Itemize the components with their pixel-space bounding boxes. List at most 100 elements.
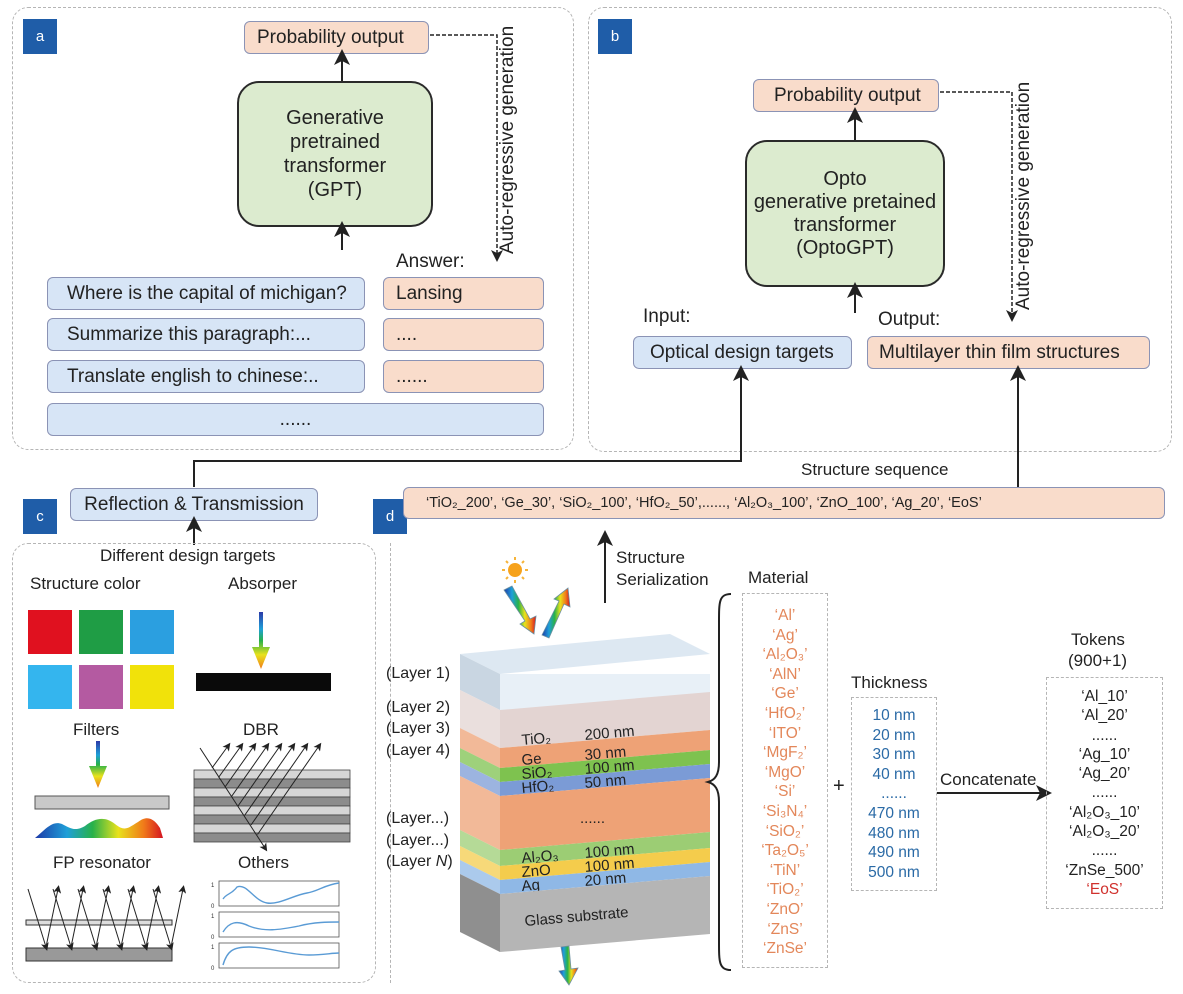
thickness-item: 10 nm xyxy=(872,707,916,724)
panel-a-prompt-2: Summarize this paragraph:... xyxy=(47,318,365,351)
token-item: ...... xyxy=(1091,784,1118,802)
token-item: ‘Al₂O₃_10’ xyxy=(1069,803,1140,821)
panel-c-reflection-transmission-text: Reflection & Transmission xyxy=(84,493,304,515)
material-item: ‘Al’ xyxy=(774,607,796,624)
material-title: Material xyxy=(748,568,809,587)
panel-b-model-line-1: Opto xyxy=(823,167,867,190)
panel-b-output-box: Multilayer thin film structures xyxy=(867,336,1150,369)
dbr-reflected-ray xyxy=(224,742,257,788)
stack-layer-side xyxy=(460,748,500,782)
stack-clear-side xyxy=(460,654,500,710)
plus-sign: + xyxy=(833,775,845,797)
panel-a-gpt-block: Generative pretrained transformer (GPT) xyxy=(237,81,433,227)
color-swatch xyxy=(28,665,72,709)
glass-substrate-side xyxy=(460,874,500,952)
others-curve xyxy=(222,921,340,933)
material-item: ‘HfO₂’ xyxy=(764,704,806,722)
reflected-light-arrow-icon xyxy=(541,587,571,639)
dbr-reflected-ray xyxy=(257,742,322,835)
thickness-title: Thickness xyxy=(851,673,928,692)
thickness-item: 20 nm xyxy=(872,726,916,744)
incident-light-arrow-icon xyxy=(503,585,537,635)
color-swatch xyxy=(28,610,72,654)
fp-top-mirror xyxy=(25,919,173,926)
thickness-item: ...... xyxy=(881,785,907,803)
color-swatch xyxy=(79,610,123,654)
panel-c-tag: c xyxy=(23,499,57,534)
panel-d-tag: d xyxy=(373,499,407,534)
panel-b-model-line-3: transformer xyxy=(793,213,897,236)
color-swatch xyxy=(130,610,174,654)
token-item: ‘Al_10’ xyxy=(1081,688,1128,705)
stack-layer-side xyxy=(460,728,500,768)
structure-sequence-text: ‘TiO₂_200’, ‘Ge_30’, ‘SiO₂_100’, ‘HfO₂_5… xyxy=(426,495,982,511)
panel-b-output-box-text: Multilayer thin film structures xyxy=(879,341,1120,363)
fp-resonator-illustration xyxy=(25,885,187,962)
layer-label: (Layer...) xyxy=(386,832,450,849)
fp-incident-ray xyxy=(127,888,149,951)
panel-a-more-row: ...... xyxy=(47,403,544,436)
material-item: ‘TiN’ xyxy=(769,861,801,879)
dbr-illustration xyxy=(193,742,351,852)
stack-layer-material: ZnO xyxy=(521,862,552,881)
panel-a-prompt-3: Translate english to chinese:.. xyxy=(47,360,365,393)
fp-reflected-ray xyxy=(170,885,187,948)
glass-substrate xyxy=(500,876,710,952)
others-axis-bottom: 0 xyxy=(211,966,215,972)
material-item: ‘AlN’ xyxy=(769,665,801,683)
stack-layer-material: TiO₂ xyxy=(521,729,552,749)
panel-b-output-label: Output: xyxy=(878,309,941,330)
structure-sequence-box: ‘TiO₂_200’, ‘Ge_30’, ‘SiO₂_100’, ‘HfO₂_5… xyxy=(403,487,1165,519)
others-title: Others xyxy=(238,853,290,872)
material-item: ‘SiO₂’ xyxy=(765,822,805,840)
panel-a-answer-1: Lansing xyxy=(383,277,544,310)
material-item: ‘MgF₂’ xyxy=(763,744,807,762)
panel-b-model-line-2: generative pretained xyxy=(753,190,937,213)
stack-layer-side xyxy=(460,846,500,880)
dbr-reflected-ray xyxy=(211,742,231,769)
layer-label: (Layer 3) xyxy=(386,720,451,737)
material-item: ‘Ge’ xyxy=(771,685,799,703)
concatenate-label: Concatenate xyxy=(940,770,1037,789)
structure-color-title: Structure color xyxy=(30,574,141,593)
thickness-item: 490 nm xyxy=(868,844,920,862)
token-item: ...... xyxy=(1091,726,1118,744)
thickness-item: 480 nm xyxy=(868,824,920,842)
filters-illustration xyxy=(34,741,170,838)
panel-b-input-box-text: Optical design targets xyxy=(650,341,834,363)
layer-label: (Layer...) xyxy=(386,810,450,827)
sun-icon xyxy=(502,557,528,583)
material-item: ‘ZnS’ xyxy=(767,920,803,938)
material-item: ‘ZnSe’ xyxy=(763,940,807,958)
fp-incident-ray xyxy=(152,888,174,951)
panel-a-autoregressive-dashed-arrow xyxy=(430,34,503,262)
panel-a-answer-2-text: .... xyxy=(396,323,418,345)
others-curve xyxy=(222,882,340,904)
panel-a-gpt-line-1: Generative pretrained xyxy=(286,107,384,153)
thickness-item: 30 nm xyxy=(872,746,916,764)
others-axis-bottom: 0 xyxy=(211,935,215,941)
panel-a-prompt-2-text: Summarize this paragraph:... xyxy=(67,323,311,345)
stack-ellipsis: ...... xyxy=(580,810,605,827)
stack-top-face xyxy=(460,634,710,674)
filters-arrow-icon xyxy=(89,741,107,788)
material-item: ‘Si₃N₄’ xyxy=(762,802,808,820)
dbr-title: DBR xyxy=(243,720,279,739)
fp-bottom-mirror xyxy=(25,947,173,962)
dbr-reflected-ray xyxy=(244,742,296,816)
panel-a-tag: a xyxy=(23,19,57,54)
stack-layer-material: SiO₂ xyxy=(521,763,553,783)
panel-b-probability-output: Probability output xyxy=(753,79,939,112)
stack-layer xyxy=(500,848,710,880)
stack-layer-material: Ge xyxy=(521,750,542,769)
brace xyxy=(704,593,732,971)
others-curve xyxy=(222,946,340,966)
stack-layer-side xyxy=(460,762,500,796)
eos-token: ‘EoS’ xyxy=(1086,880,1123,898)
serialization-label-2: Serialization xyxy=(616,570,709,589)
material-item: ‘Al₂O₃’ xyxy=(762,646,808,664)
light-illustration xyxy=(502,557,571,639)
